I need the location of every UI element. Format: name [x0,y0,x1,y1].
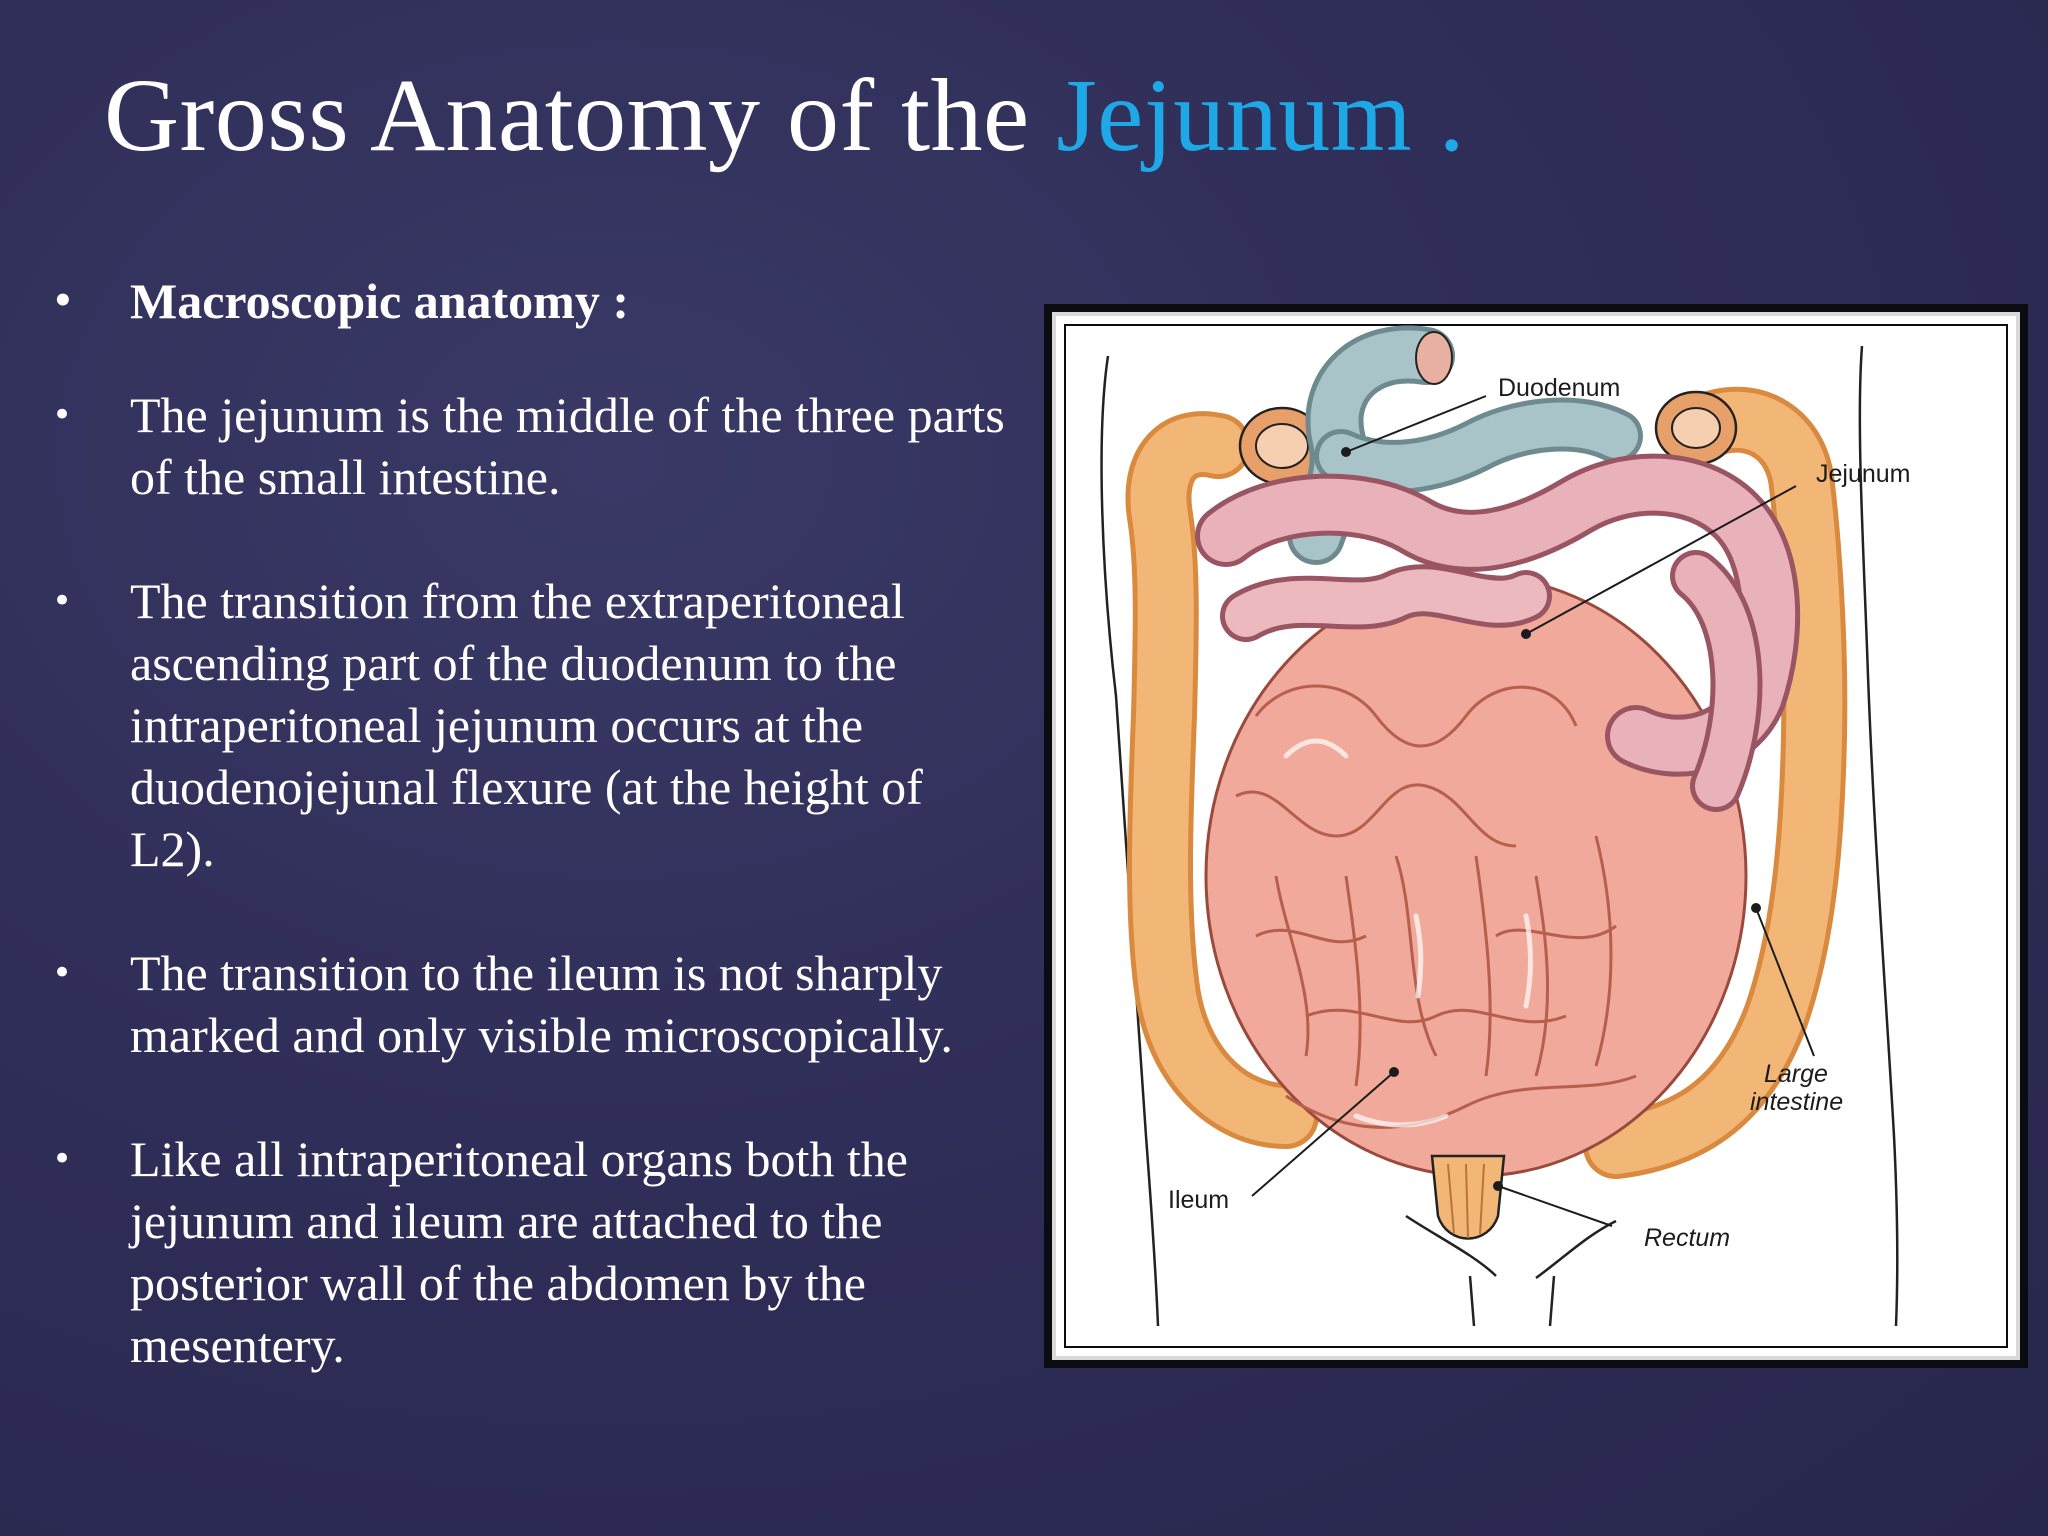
anatomy-figure-frame: Duodenum Jejunum Large intestine Ileum R… [1044,304,2028,1368]
bullet-dot: • [52,395,73,435]
label-large-intestine-line1: Large [1764,1060,1828,1088]
transverse-colon-lumen-left [1255,423,1309,469]
duodenum-cut-end [1415,331,1453,385]
jejunum-right-fill [1675,555,1758,807]
intestine-illustration: Duodenum Jejunum Large intestine Ileum R… [1100,325,1911,1327]
small-intestine-highlights [1283,738,1533,1128]
small-intestine-mass [1204,574,1748,1178]
transverse-colon-lumen-right [1671,407,1721,449]
title-main: Gross Anatomy of the [104,58,1057,173]
pelvis-outline [1405,1214,1617,1280]
label-jejunum: Jejunum [1816,460,1911,488]
slide-title: Gross Anatomy of the Jejunum . [104,56,1465,176]
bullet-item: • Like all intraperitoneal organs both t… [52,1128,1012,1376]
bullet-text: The transition from the extraperitoneal … [130,573,923,877]
ascending-colon-fill [1130,416,1314,1144]
label-large-intestine-line2: intestine [1750,1088,1843,1116]
anatomy-figure: Duodenum Jejunum Large intestine Ileum R… [1052,312,2020,1360]
bullet-list: • Macroscopic anatomy : • The jejunum is… [52,270,1012,1438]
descending-colon-fill [1588,391,1843,1174]
bullet-dot: • [52,953,73,993]
label-pointers [1251,395,1815,1227]
small-intestine-loops [1235,684,1637,1129]
bullet-dot: • [52,281,74,321]
bullet-dot: • [52,1139,73,1179]
duodenum-lower-fill [1319,402,1638,489]
body-outline-right [1858,345,1899,1327]
bullet-text: Like all intraperitoneal organs both the… [130,1131,909,1373]
bullet-text: Macroscopic anatomy : [130,273,629,329]
bullet-item-heading: • Macroscopic anatomy : [52,270,1012,332]
bullet-item: • The transition to the ileum is not sha… [52,942,1012,1066]
bullet-text: The transition to the ileum is not sharp… [130,945,953,1063]
label-duodenum: Duodenum [1498,374,1620,402]
rectum-stripes [1447,1163,1485,1239]
bullet-text: The jejunum is the middle of the three p… [130,387,1005,505]
anal-canal-outline [1468,1275,1556,1327]
bullet-item: • The jejunum is the middle of the three… [52,384,1012,508]
title-accent: Jejunum . [1056,58,1466,173]
jejunum-loop-fill [1225,569,1547,637]
bullet-dot: • [52,581,73,621]
label-ileum: Ileum [1168,1186,1229,1214]
bullet-item: • The transition from the extraperitonea… [52,570,1012,880]
label-rectum: Rectum [1644,1224,1730,1252]
